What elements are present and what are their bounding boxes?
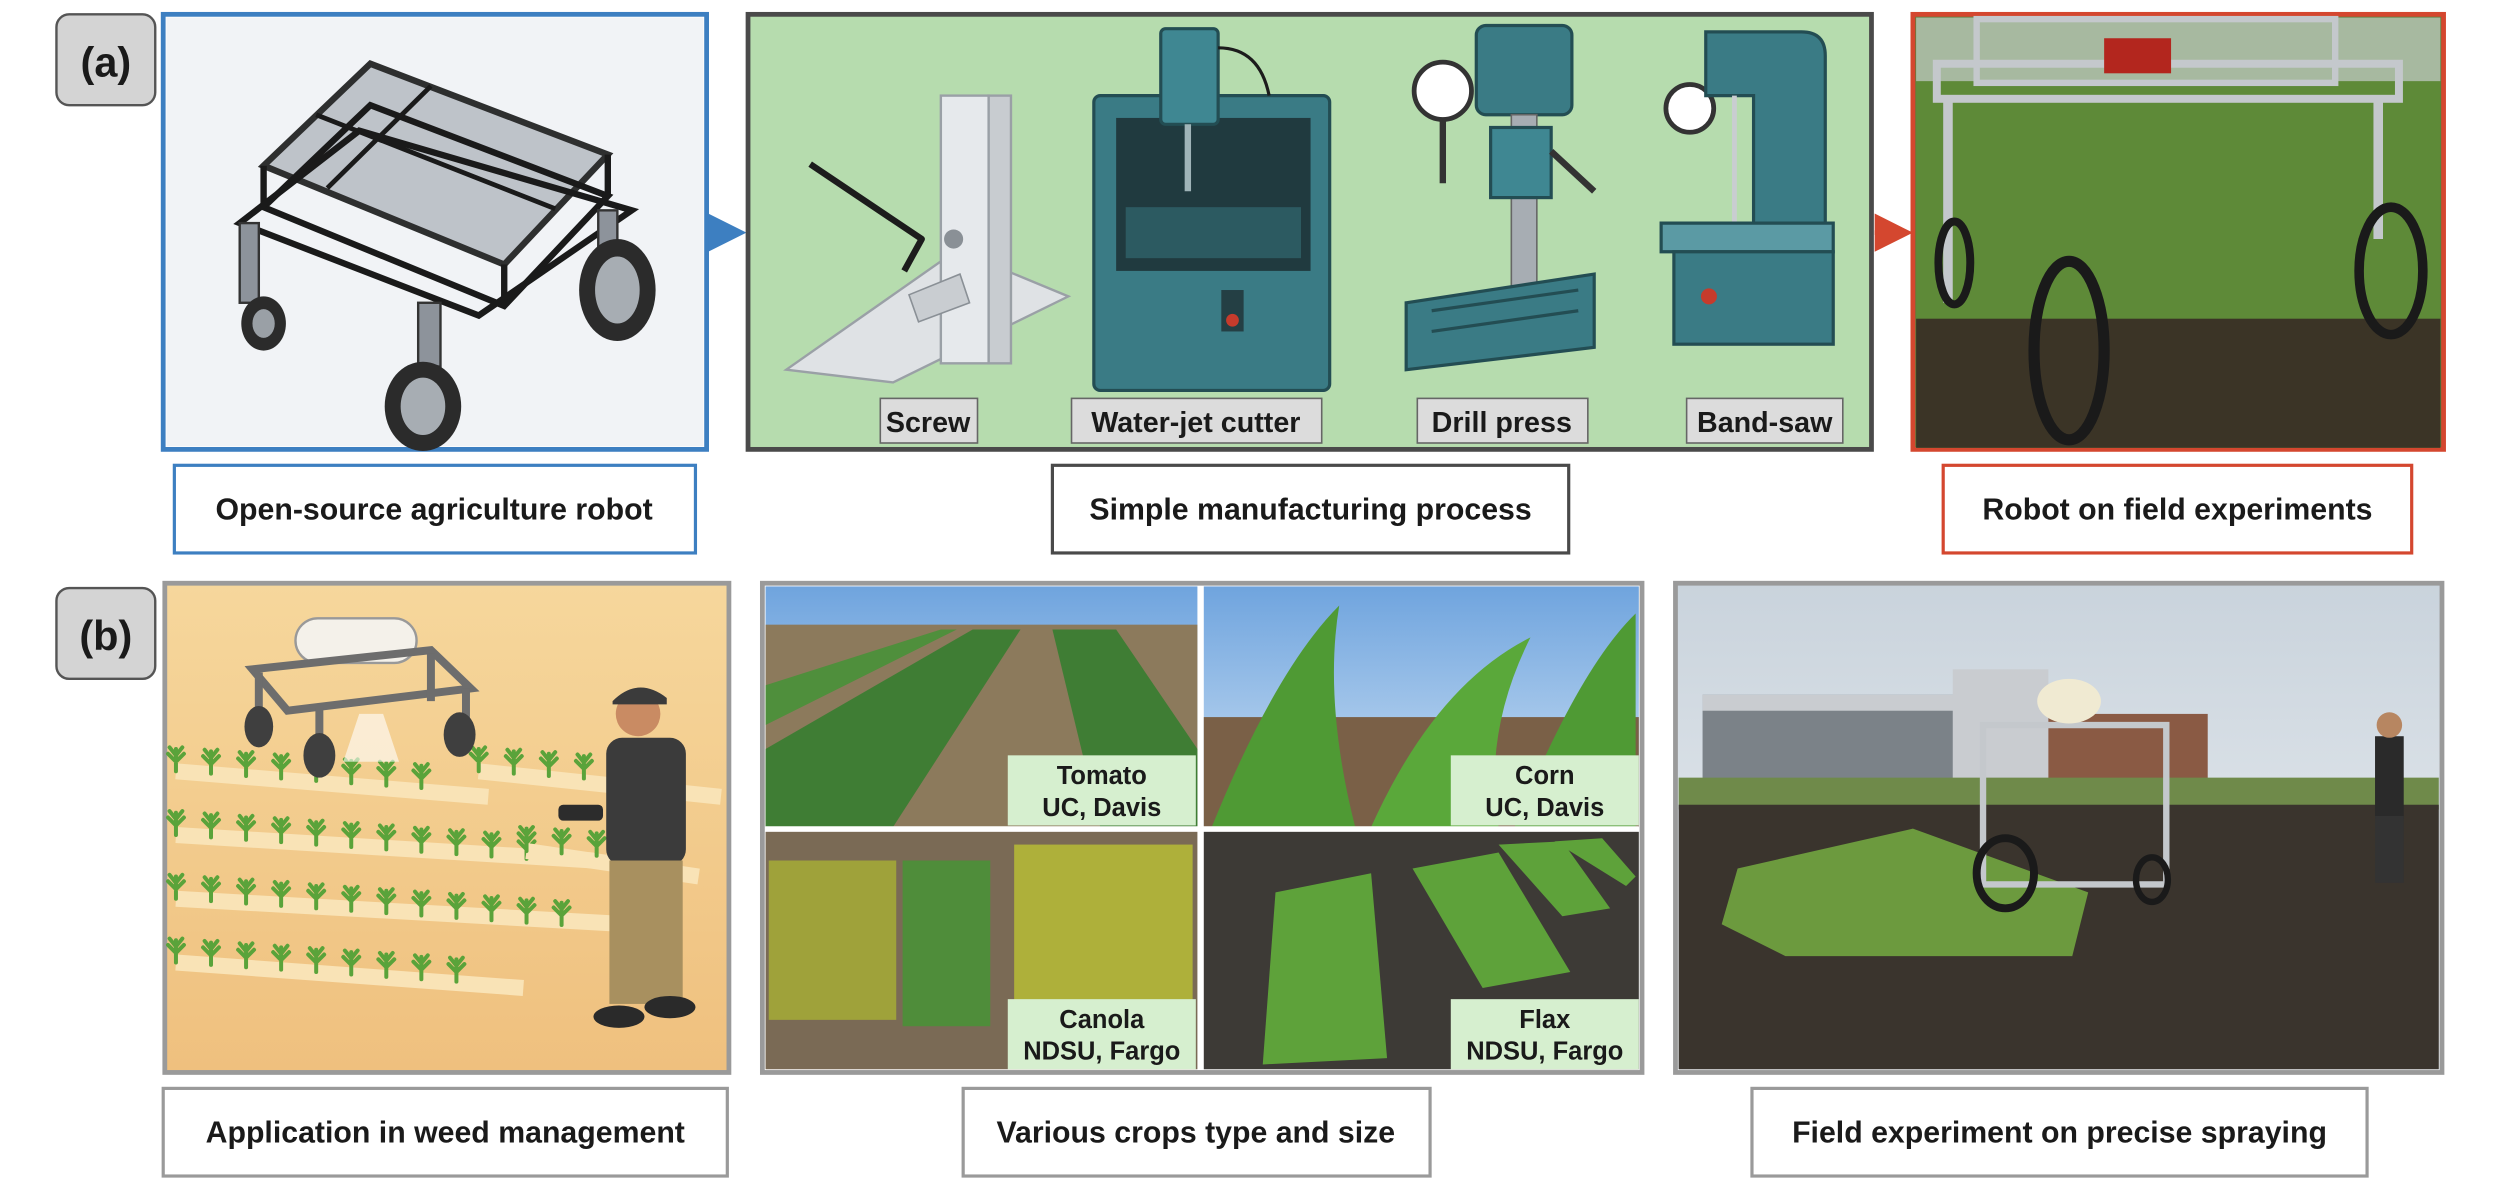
weed-plant-icon [341, 757, 362, 786]
svg-text:Application in weed management: Application in weed management [206, 1117, 685, 1150]
weed-plant-icon [271, 880, 292, 908]
svg-text:Corn: Corn [1515, 762, 1574, 790]
weed-plant-icon [503, 747, 524, 776]
weed-plant-icon [306, 818, 327, 847]
weed-plant-icon [165, 936, 186, 965]
tool-label-screw: Screw [879, 397, 979, 444]
weed-plant-icon [165, 872, 186, 901]
svg-text:Various crops type and size: Various crops type and size [996, 1117, 1395, 1150]
weed-plant-icon [376, 823, 397, 852]
crops-grid [759, 580, 1645, 1075]
svg-text:Open-source agriculture robot: Open-source agriculture robot [215, 493, 652, 526]
crop-label-flax: Flax NDSU, Fargo [1450, 999, 1639, 1070]
weed-plant-icon [201, 811, 221, 840]
svg-text:UC, Davis: UC, Davis [1042, 794, 1161, 822]
svg-text:(b): (b) [79, 612, 132, 659]
svg-text:(a): (a) [81, 38, 132, 85]
weed-plant-icon [165, 745, 186, 774]
weed-plant-icon [446, 828, 467, 857]
weed-plant-icon [271, 943, 292, 972]
weed-plant-icon [306, 882, 327, 911]
weed-plant-icon [411, 953, 432, 982]
weed-plant-icon [201, 875, 221, 904]
caption-spraying: Field experiment on precise spraying [1750, 1086, 2369, 1178]
weed-plant-icon [236, 813, 257, 842]
weed-plant-icon [236, 941, 257, 970]
weed-plant-icon [538, 750, 559, 779]
weed-plant-icon [236, 877, 257, 906]
svg-text:Flax: Flax [1519, 1006, 1570, 1034]
weed-plant-icon [376, 759, 397, 788]
weed-plant-icon [271, 816, 292, 845]
caption-crops: Various crops type and size [961, 1086, 1432, 1178]
weed-plant-icon [306, 946, 327, 975]
weed-plant-icon [468, 745, 489, 774]
weed-plant-icon [236, 750, 257, 779]
svg-text:Canola: Canola [1059, 1006, 1145, 1034]
svg-text:Tomato: Tomato [1057, 762, 1147, 790]
cad-robot-image [160, 11, 709, 452]
svg-text:Drill press: Drill press [1432, 407, 1572, 439]
drill-press-image [1404, 23, 1597, 372]
svg-text:Field experiment on precise sp: Field experiment on precise spraying [1792, 1117, 2327, 1150]
band-saw-image [1659, 30, 1835, 346]
weed-plant-icon [271, 752, 292, 781]
weed-plant-icon [516, 896, 537, 925]
svg-text:NDSU, Fargo: NDSU, Fargo [1023, 1038, 1180, 1066]
crop-label-corn: Corn UC, Davis [1450, 755, 1639, 826]
soil-row [175, 763, 489, 805]
weed-plant-icon [411, 825, 432, 854]
svg-text:Water-jet cutter: Water-jet cutter [1091, 407, 1300, 439]
weed-plant-icon [551, 827, 572, 856]
crop-label-canola: Canola NDSU, Fargo [1007, 999, 1196, 1070]
tool-label-bandsaw: Band-saw [1685, 397, 1844, 444]
caption-field-robot: Robot on field experiments [1941, 463, 2414, 555]
weed-management-illustration [162, 580, 732, 1075]
svg-text:UC, Davis: UC, Davis [1485, 794, 1604, 822]
svg-text:Robot on field experiments: Robot on field experiments [1982, 493, 2372, 526]
tool-label-drill: Drill press [1416, 397, 1589, 444]
caption-manufacturing: Simple manufacturing process [1050, 463, 1571, 555]
field-robot-photo [1910, 11, 2446, 452]
svg-text:Band-saw: Band-saw [1697, 407, 1833, 439]
soil-row [175, 890, 629, 933]
corn-photo [1203, 586, 1639, 828]
svg-text:Simple manufacturing process: Simple manufacturing process [1089, 493, 1531, 526]
weed-plant-icon [573, 752, 594, 781]
weed-plant-icon [586, 829, 607, 858]
screw-image [783, 94, 1072, 384]
svg-text:Screw: Screw [886, 407, 971, 439]
weed-plant-icon [165, 809, 186, 838]
crop-label-tomato: Tomato UC, Davis [1007, 755, 1196, 826]
weed-plant-icon [551, 899, 572, 928]
weed-plant-icon [411, 762, 432, 790]
weed-plant-icon [516, 825, 537, 853]
caption-open-source-robot: Open-source agriculture robot [172, 463, 698, 555]
caption-weed-management: Application in weed management [161, 1086, 729, 1178]
weed-plant-icon [201, 938, 221, 967]
waterjet-cutter-image [1092, 27, 1332, 393]
weed-plant-icon [201, 747, 221, 776]
weed-plant-icon [481, 894, 502, 923]
weed-plant-icon [341, 884, 362, 913]
weed-plant-icon [376, 950, 397, 979]
weed-plant-icon [376, 887, 397, 916]
plant-rows [165, 745, 722, 996]
weed-plant-icon [446, 891, 467, 920]
weed-plant-icon [341, 948, 362, 977]
svg-text:NDSU, Fargo: NDSU, Fargo [1466, 1038, 1623, 1066]
weed-plant-icon [481, 830, 502, 859]
panel-label-b: (b) [55, 586, 157, 681]
weed-plant-icon [446, 955, 467, 984]
panel-label-a: (a) [55, 13, 157, 107]
tool-label-waterjet: Water-jet cutter [1070, 397, 1323, 444]
weed-plant-icon [341, 821, 362, 849]
spraying-field-photo [1673, 580, 2445, 1075]
weed-plant-icon [411, 889, 432, 918]
